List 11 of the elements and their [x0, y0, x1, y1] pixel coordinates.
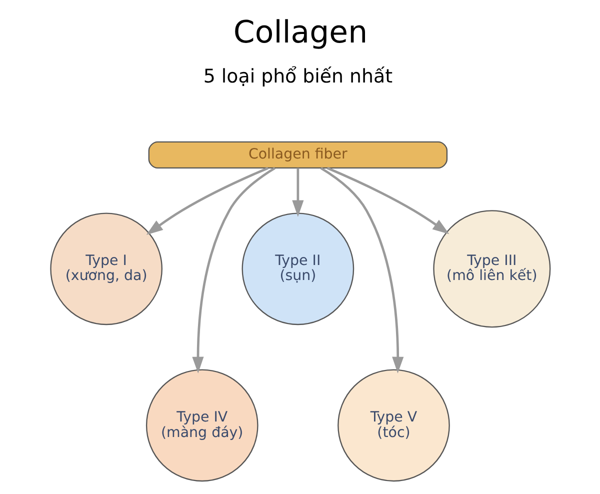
arrow: [326, 166, 449, 234]
label: 5 loại phổ biến nhất: [202, 66, 392, 88]
arrow: [320, 167, 404, 374]
node-box: Collagen fiber: [148, 141, 448, 169]
arrow: [146, 167, 268, 235]
node-circle: Type IV (màng đáy): [145, 369, 258, 482]
arrow: [292, 168, 304, 217]
node-circle: Type V (tóc): [337, 369, 450, 482]
diagram-title: Collagen: [232, 14, 368, 50]
node-circle: Type II (sụn): [241, 212, 354, 326]
arrow: [192, 167, 275, 374]
